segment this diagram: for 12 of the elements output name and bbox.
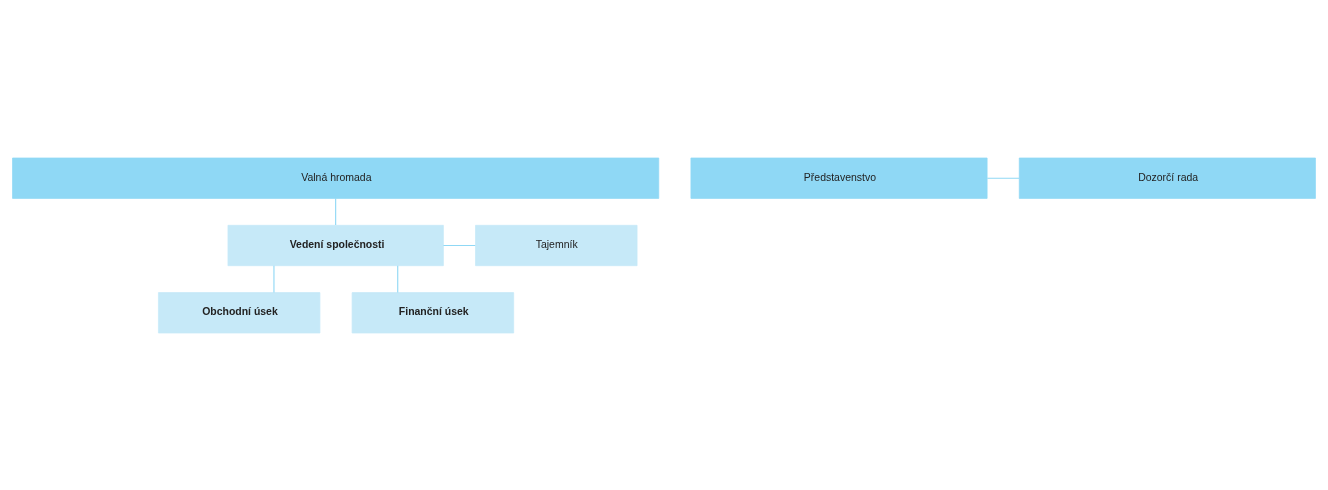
node-box: Představenstvo bbox=[690, 157, 988, 199]
connector bbox=[335, 197, 337, 226]
connector bbox=[442, 244, 476, 246]
connector bbox=[986, 177, 1020, 179]
connector bbox=[273, 264, 275, 293]
node-box: Tajemník bbox=[475, 224, 638, 266]
node-box: Valná hromada bbox=[12, 157, 660, 199]
node-box: Vedení společnosti bbox=[227, 224, 444, 266]
node-box: Obchodní úsek bbox=[158, 291, 321, 333]
node-box: Dozorčí rada bbox=[1018, 157, 1316, 199]
node-box: Finanční úsek bbox=[351, 291, 515, 333]
connector bbox=[397, 264, 399, 293]
